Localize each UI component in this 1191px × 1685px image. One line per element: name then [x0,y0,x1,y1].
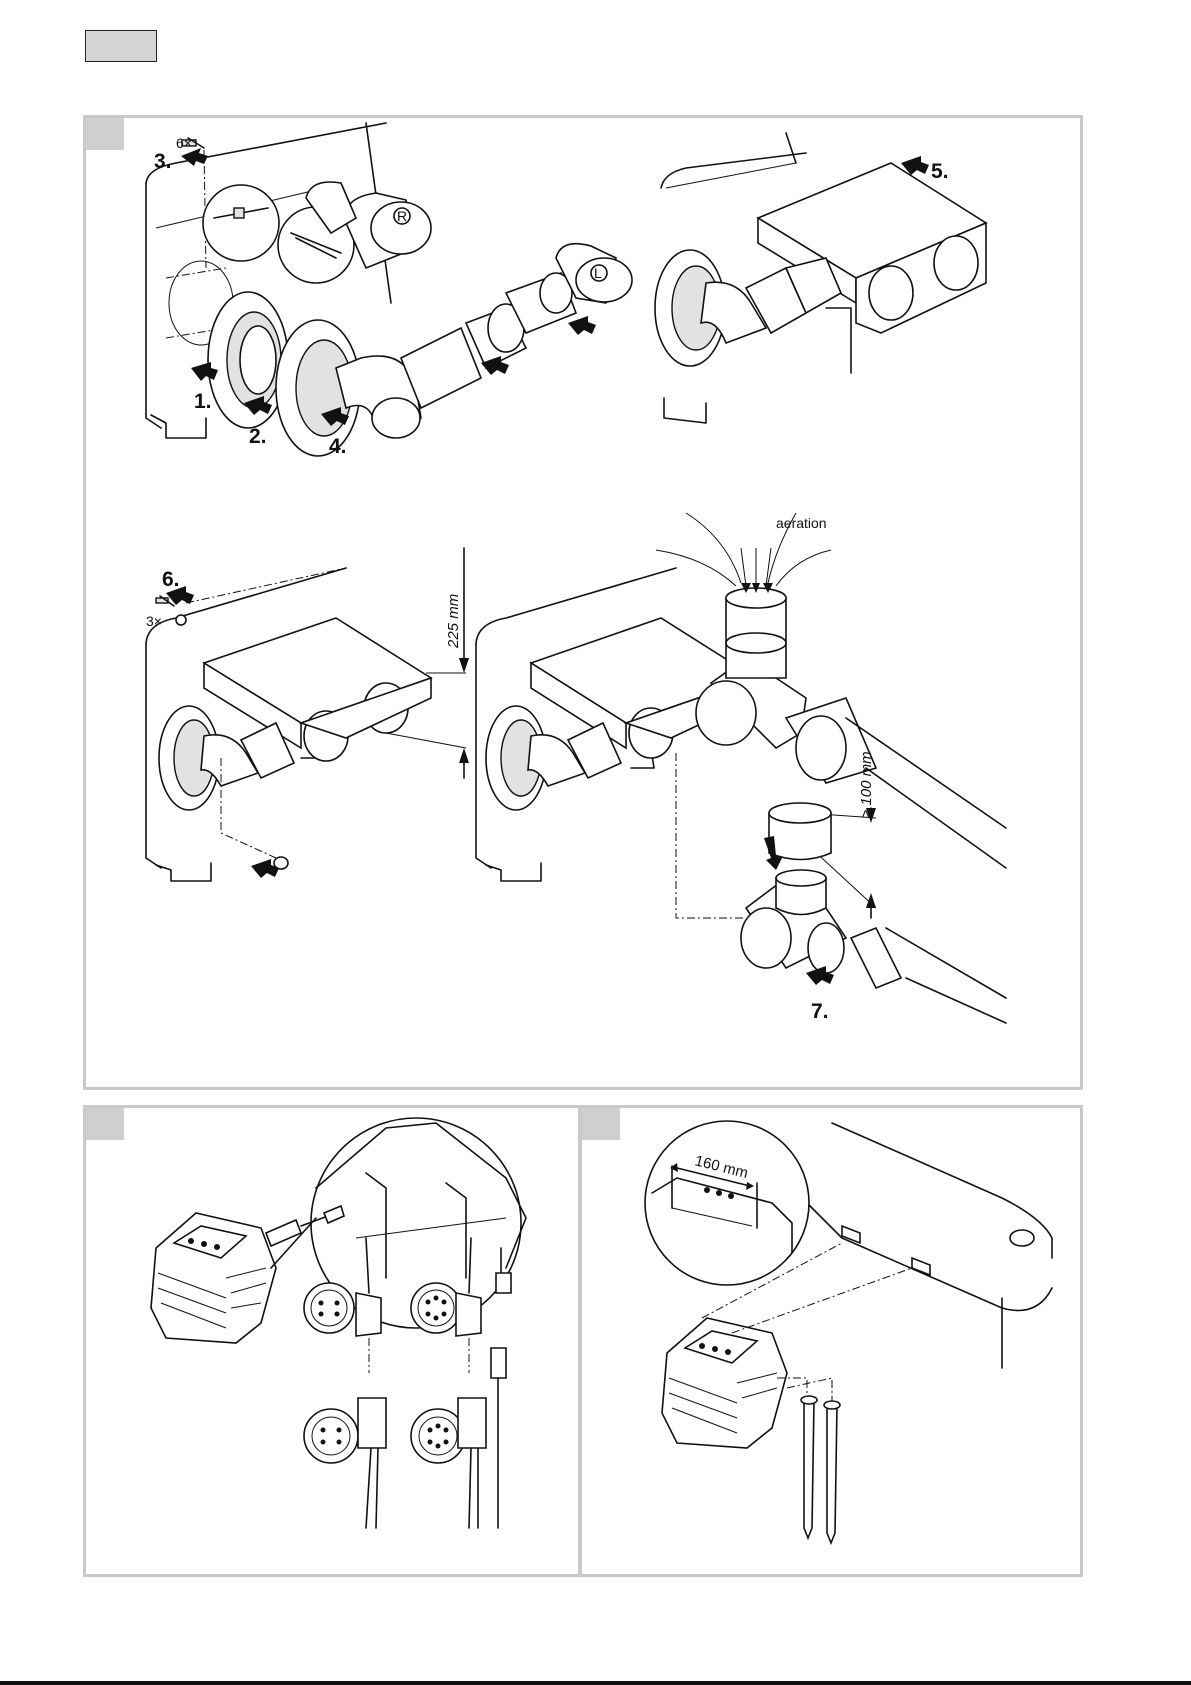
controller-unit-mount [662,1318,787,1448]
step-label-2: 2. [249,425,267,448]
section-marker-box [85,30,157,62]
detail-zoom-circle-1 [203,185,279,261]
loose-cap [769,803,831,860]
height-225-label: 225 mm [445,594,462,649]
step-label-6: 6. [162,568,180,591]
step-label-3: 3. [154,150,172,173]
installation-steps-panel: 6× 3. [83,115,1083,1090]
height-100-label: ≥ 100 mm [858,751,875,818]
spacing-zoom-circle [645,1121,809,1285]
step-label-5: 5. [931,160,949,183]
cable-connection-panel [83,1105,581,1577]
cable-connection-drawing [86,1108,584,1580]
flange-and-pipe-right [655,250,841,366]
pipe-segment-middle [401,304,526,408]
mounting-drawing: 160 mm [582,1108,1086,1580]
tee-fitting-loose [741,870,1006,1023]
distribution-box-installed [204,618,431,761]
tank-housing-mount [782,1123,1052,1368]
ground-spikes [801,1396,840,1543]
pipe-push-arrow-icon-2 [568,316,596,335]
installation-steps-drawing: 6× 3. [86,118,1086,1093]
screws-quantity: 6× [176,135,192,151]
pipe-mark-left: L [594,265,602,281]
page-bottom-rule [0,1681,1191,1685]
tee-pipe-with-aeration [696,588,1006,868]
controller-unit [151,1213,276,1343]
step-label-4: 4. [329,435,347,458]
aeration-label: aeration [776,515,827,531]
step-label-1: 1. [194,390,212,413]
mounting-panel: 160 mm [579,1105,1083,1577]
step-label-7: 7. [811,1000,829,1023]
plugs-quantity: 3× [146,613,162,629]
pipe-mark-right: R [397,208,407,224]
